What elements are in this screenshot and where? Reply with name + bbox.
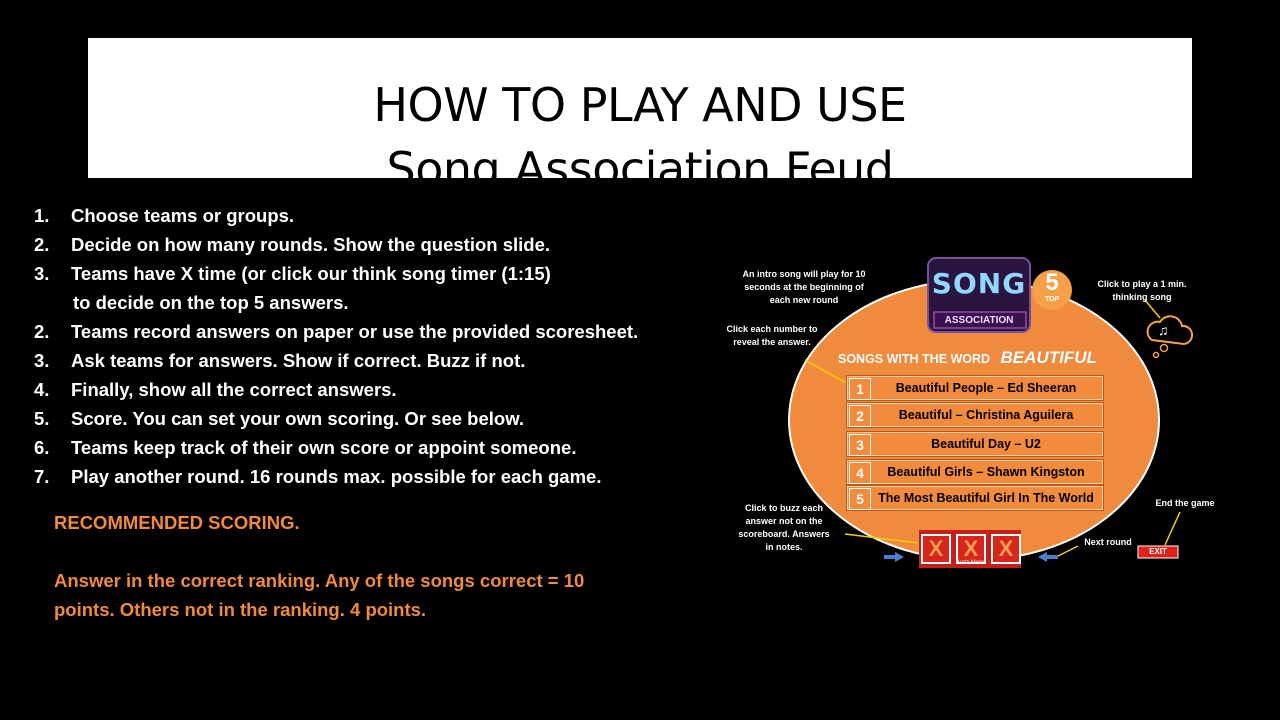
answer-number-button[interactable]: 1: [849, 378, 871, 400]
answer-number-button[interactable]: 5: [849, 488, 871, 510]
answer-text: Beautiful – Christina Aguilera: [898, 408, 1074, 422]
answer-row-1: 1 Beautiful People – Ed Sheeran: [846, 375, 1104, 401]
next-arrow-icon[interactable]: [1036, 550, 1058, 564]
title-line-1: HOW TO PLAY AND USE: [373, 78, 907, 132]
reveal-callout-line: [804, 359, 851, 386]
answer-number-button[interactable]: 3: [849, 434, 871, 456]
scoring-heading: RECOMMENDED SCORING.: [54, 512, 300, 533]
step-text: to decide on the top 5 answers.: [73, 292, 349, 313]
cloud-bubble: [1152, 351, 1160, 359]
question-word: BEAUTIFUL: [1000, 348, 1097, 367]
step-text: Score. You can set your own scoring. Or …: [71, 408, 525, 429]
next-arrow-shape: [1038, 552, 1058, 562]
step-number: 6.: [34, 437, 50, 458]
answer-text: Beautiful People – Ed Sheeran: [895, 381, 1077, 395]
note-intro-song: An intro song will play for 10 seconds a…: [742, 269, 866, 305]
step-number: 3.: [34, 350, 50, 371]
logo-banner: [933, 311, 1027, 329]
step-text: Finally, show all the correct answers.: [71, 379, 397, 400]
top5-badge: [1032, 270, 1072, 310]
answer-text: Beautiful Day – U2: [931, 437, 1041, 451]
title-line-2: Song Association Feud: [386, 142, 894, 196]
logo-top-text: SONG: [931, 267, 1027, 300]
logo-bottom-text: ASSOCIATION: [944, 315, 1014, 326]
note-end-game: End the game: [1155, 498, 1215, 508]
step-text: Teams record answers on paper or use the…: [71, 321, 639, 342]
music-note-icon[interactable]: ♫: [1158, 322, 1169, 338]
buzz-x-button[interactable]: X: [991, 534, 1021, 564]
buzz-more-label: Buzz More: [955, 560, 985, 566]
step-text: Decide on how many rounds. Show the ques…: [71, 234, 550, 255]
badge-text: TOP: [1044, 296, 1060, 303]
note-next-round: Next round: [1084, 537, 1132, 547]
answer-number-button[interactable]: 2: [849, 405, 871, 427]
note-thinking-song: Click to play a 1 min. thinking song: [1097, 279, 1187, 302]
buzz-x-button[interactable]: X: [921, 534, 951, 564]
thinking-callout-line: [1144, 299, 1161, 319]
answer-number-button[interactable]: 4: [849, 462, 871, 484]
cloud-bubble: [1159, 343, 1169, 353]
answer-row-5: 5 The Most Beautiful Girl In The World: [846, 485, 1104, 511]
step-number: 2.: [34, 321, 50, 342]
step-number: 1.: [34, 205, 50, 226]
step-text: Play another round. 16 rounds max. possi…: [71, 466, 602, 487]
step-text: Ask teams for answers. Show if correct. …: [71, 350, 526, 371]
exit-button-shape: [1137, 545, 1179, 559]
step-text: Teams keep track of their own score or a…: [71, 437, 577, 458]
step-number: 7.: [34, 466, 50, 487]
exit-button[interactable]: EXIT: [1149, 547, 1167, 556]
note-reveal: Click each number to reveal the answer.: [726, 324, 818, 347]
badge-number: 5: [1045, 269, 1059, 296]
answer-text: The Most Beautiful Girl In The World: [878, 491, 1094, 505]
buzz-x-button[interactable]: X: [956, 534, 986, 564]
cloud-outline: [1146, 315, 1193, 346]
title-box: HOW TO PLAY AND USE Song Association Feu…: [88, 38, 1192, 192]
step-text: Teams have X time (or click our think so…: [71, 263, 551, 284]
scoring-line-2: points. Others not in the ranking. 4 poi…: [54, 599, 427, 620]
step-number: 4.: [34, 379, 50, 400]
step-text: Choose teams or groups.: [71, 205, 295, 226]
answer-row-3: 3 Beautiful Day – U2: [846, 431, 1104, 457]
top5-badge-label: 5 TOP: [1034, 270, 1070, 304]
answer-row-4: 4 Beautiful Girls – Shawn Kingston: [846, 459, 1104, 485]
prev-arrow-shape: [884, 552, 904, 562]
question-heading: SONGS WITH THE WORD BEAUTIFUL: [838, 348, 1097, 368]
scoring-line-1: Answer in the correct ranking. Any of th…: [54, 570, 585, 591]
step-number: 2.: [34, 234, 50, 255]
next-callout-line: [1057, 545, 1079, 557]
question-prefix: SONGS WITH THE WORD: [838, 352, 991, 366]
note-buzz: Click to buzz each answer not on the sco…: [738, 503, 830, 552]
exit-callout-line: [1164, 511, 1181, 546]
answer-row-2: 2 Beautiful – Christina Aguilera: [846, 402, 1104, 428]
step-number: 3.: [34, 263, 50, 284]
answer-text: Beautiful Girls – Shawn Kingston: [887, 465, 1085, 479]
prev-arrow-icon[interactable]: [884, 550, 906, 564]
buzz-callout-line: [844, 533, 919, 544]
step-number: 5.: [34, 408, 50, 429]
logo: SONG ASSOCIATION: [928, 262, 1030, 329]
